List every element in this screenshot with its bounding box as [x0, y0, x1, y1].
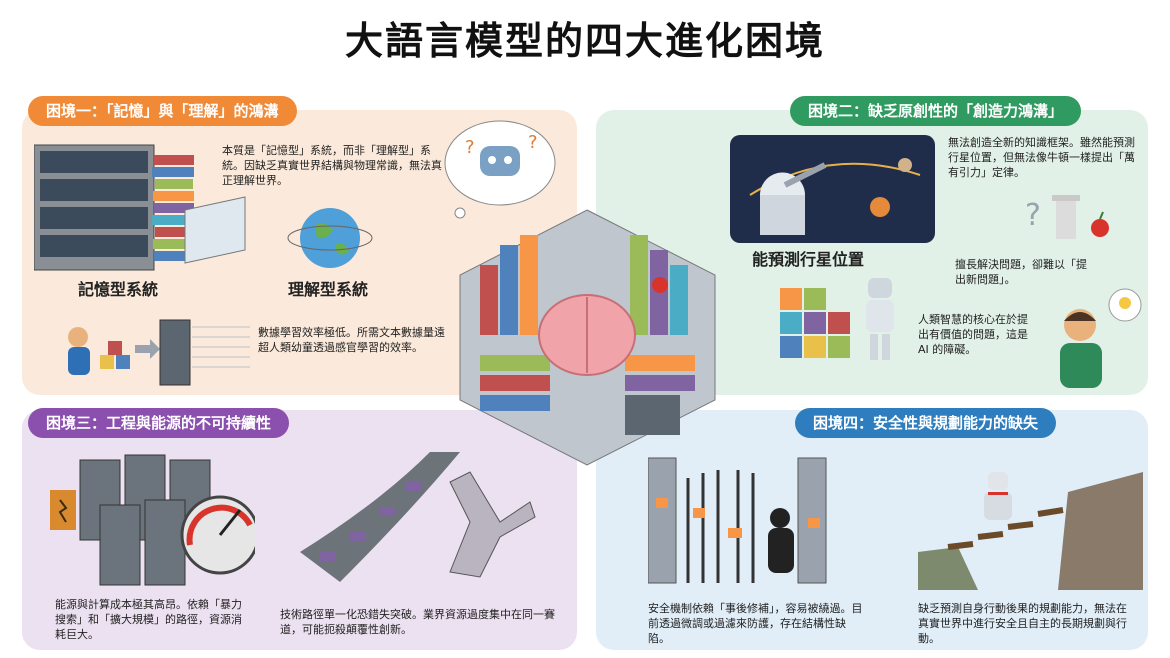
label-understanding-system: 理解型系統 [288, 280, 369, 299]
svg-text:?: ? [1025, 198, 1041, 233]
creativity-text-3: 人類智慧的核心在於提出有價值的問題，這是 AI 的障礙。 [918, 313, 1028, 356]
child-blocks-illustration [68, 319, 250, 386]
energy-text-2: 技術路徑單一化恐錯失突破。業界資源過度集中在同一賽道，可能扼殺顛覆性創新。 [280, 608, 555, 636]
svg-text:?: ? [465, 137, 475, 158]
brain-books-center-illustration [459, 209, 716, 466]
creativity-text-2: 擅長解決問題，卻難以「提出新問題」。 [955, 258, 1087, 286]
page-title: 大語言模型的四大進化困境 [344, 19, 825, 63]
thinking-man-illustration [1060, 288, 1142, 388]
robot-puzzle-illustration [780, 278, 894, 360]
broken-gate-illustration [648, 457, 827, 584]
robot-cliff-illustration [918, 472, 1143, 590]
creativity-header: 困境二：缺乏原創性的「創造力鴻溝」 [790, 96, 1082, 126]
observatory-illustration [730, 135, 935, 243]
mirror-illustration [184, 196, 246, 264]
memory-header: 困境一：「記憶」與「理解」的鴻溝 [28, 96, 297, 126]
memory-text-1: 本質是「記憶型」系統，而非「理解型」系統。因缺乏真實世界結構與物理常識，無法真正… [222, 144, 442, 187]
road-traffic-illustration [300, 452, 536, 582]
bookshelf-illustration [34, 144, 194, 271]
creativity-text-1: 無法創造全新的知識框架。雖然能預測行星位置，但無法像牛頓一樣提出「萬有引力」定律… [948, 136, 1135, 179]
label-predict-planet: 能預測行星位置 [752, 250, 865, 269]
server-gauge-illustration [50, 454, 255, 586]
svg-text:?: ? [528, 132, 538, 153]
energy-header: 困境三：工程與能源的不可持續性 [28, 408, 290, 438]
energy-text-1: 能源與計算成本極其高昂。依賴「暴力搜索」和「擴大規模」的路徑，資源消耗巨大。 [55, 598, 242, 641]
globe-icon [287, 208, 373, 268]
robot-thought-icon: ?? [444, 120, 556, 219]
newton-apple-icon: ? [1025, 195, 1109, 239]
safety-text-1: 安全機制依賴「事後修補」，容易被繞過。目前透過微調或過濾來防護，存在結構性缺陷。 [648, 602, 863, 645]
safety-header: 困境四：安全性與規劃能力的缺失 [795, 408, 1057, 438]
label-memory-system: 記憶型系統 [78, 280, 159, 299]
memory-text-2: 數據學習效率極低。所需文本數據量遠超人類幼童透過感官學習的效率。 [258, 326, 445, 354]
safety-text-2: 缺乏預測自身行動後果的規劃能力，無法在真實世界中進行安全且自主的長期規劃與行動。 [918, 602, 1127, 645]
